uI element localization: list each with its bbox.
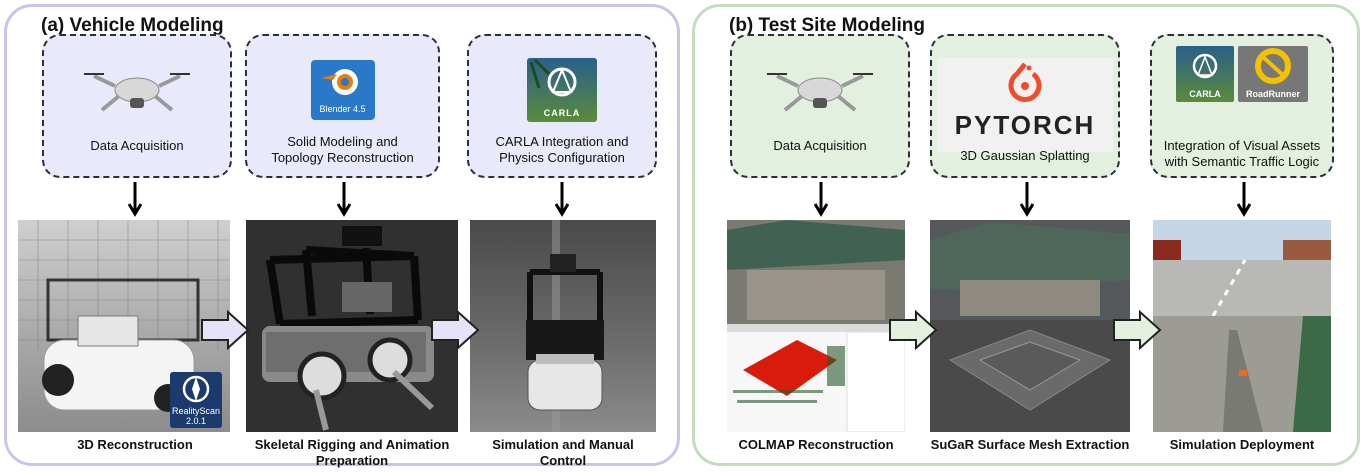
test-site-modeling-panel: (b) Test Site Modeling bbox=[692, 4, 1360, 466]
sugar-mesh-image bbox=[930, 220, 1130, 432]
carla-icon: CARLA bbox=[1176, 46, 1234, 102]
blender-badge: Blender 4.5 bbox=[319, 104, 366, 114]
step-data-acquisition-a: Data Acquisition bbox=[42, 34, 232, 178]
flow-arrow bbox=[1113, 310, 1162, 350]
caption-colmap: COLMAP Reconstruction bbox=[738, 437, 894, 452]
caption-deployment: Simulation Deployment bbox=[1169, 437, 1315, 452]
pytorch-icon: PYTORCH bbox=[937, 58, 1113, 152]
step-label: Data Acquisition bbox=[773, 138, 867, 153]
flow-arrow bbox=[201, 310, 250, 350]
panel-a-title: (a) Vehicle Modeling bbox=[41, 15, 224, 36]
caption-simulation-manual: Simulation and Manual Control bbox=[492, 437, 634, 468]
step-carla-integration: CARLA CARLA Integration and Physics Conf… bbox=[467, 34, 657, 178]
step-label: CARLA Integration and Physics Configurat… bbox=[495, 134, 629, 165]
step-data-acquisition-b: Data Acquisition bbox=[730, 34, 910, 178]
panel-b-title: (b) Test Site Modeling bbox=[729, 15, 925, 36]
caption-skeletal-rigging: Skeletal Rigging and Animation Preparati… bbox=[254, 437, 450, 468]
vehicle-modeling-panel: (a) Vehicle Modeling bbox=[4, 4, 680, 466]
colmap-reconstruction-image bbox=[727, 220, 905, 432]
blender-icon: Blender 4.5 bbox=[310, 60, 375, 120]
step-semantic-integration: CARLA RoadRunner Integration of Visual A… bbox=[1150, 34, 1334, 178]
drone-icon bbox=[767, 73, 873, 112]
down-arrow bbox=[1020, 182, 1034, 217]
pytorch-badge: PYTORCH bbox=[954, 110, 1096, 140]
step-gaussian-splatting: PYTORCH 3D Gaussian Splatting bbox=[930, 34, 1120, 178]
step-label: Data Acquisition bbox=[90, 138, 184, 153]
reconstruction-photo: RealityScan 2.0.1 bbox=[18, 220, 230, 432]
caption-3d-reconstruction: 3D Reconstruction bbox=[77, 437, 193, 452]
roadrunner-badge: RoadRunner bbox=[1246, 89, 1300, 99]
realityscan-badge: RealityScan 2.0.1 bbox=[172, 406, 221, 426]
down-arrow bbox=[814, 182, 828, 217]
simulation-deployment-image bbox=[1153, 220, 1331, 432]
step-label: Solid Modeling and Topology Reconstructi… bbox=[271, 134, 414, 165]
roadrunner-icon: RoadRunner bbox=[1238, 46, 1308, 102]
down-arrow bbox=[1237, 182, 1251, 217]
down-arrow bbox=[337, 182, 351, 217]
realityscan-icon: RealityScan 2.0.1 bbox=[170, 372, 222, 428]
caption-sugar: SuGaR Surface Mesh Extraction bbox=[930, 437, 1130, 452]
flow-arrow bbox=[431, 310, 480, 350]
carla-badge: CARLA bbox=[543, 108, 581, 118]
down-arrow bbox=[555, 182, 569, 217]
step-solid-modeling: Blender 4.5 Solid Modeling and Topology … bbox=[245, 34, 440, 178]
simulation-render bbox=[470, 220, 656, 432]
flow-arrow bbox=[889, 310, 938, 350]
carla-icon: CARLA bbox=[527, 58, 597, 122]
carla-badge: CARLA bbox=[1189, 89, 1221, 99]
step-label: Integration of Visual Assets with Semant… bbox=[1163, 138, 1321, 169]
rigging-render bbox=[246, 220, 458, 432]
drone-icon bbox=[84, 73, 190, 112]
down-arrow bbox=[128, 182, 142, 217]
step-label: 3D Gaussian Splatting bbox=[960, 148, 1090, 163]
